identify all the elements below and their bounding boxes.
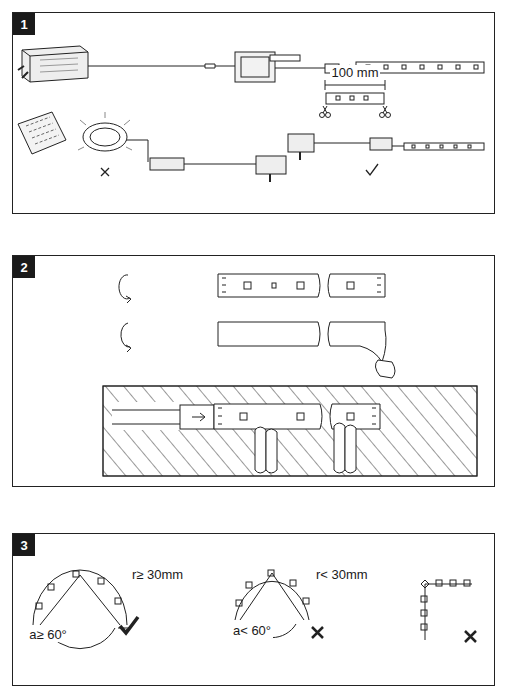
dimension-line bbox=[325, 80, 385, 90]
panel-frame bbox=[13, 256, 495, 487]
controller bbox=[150, 158, 184, 170]
cable bbox=[314, 143, 370, 144]
controller bbox=[235, 52, 300, 82]
power-adapter bbox=[288, 134, 314, 160]
cross-mark bbox=[312, 627, 323, 638]
radius-label: r≥ 30mm bbox=[130, 567, 185, 582]
led-strip bbox=[218, 274, 385, 297]
cable bbox=[275, 68, 325, 69]
remote-control bbox=[18, 112, 66, 154]
adhesive-backing bbox=[218, 322, 395, 378]
cable bbox=[392, 146, 404, 147]
coiled-strip bbox=[78, 112, 148, 162]
power-adapter bbox=[18, 46, 88, 82]
step-number-box: 2 bbox=[13, 256, 35, 278]
panel-frame bbox=[13, 534, 495, 686]
mounting-surface bbox=[103, 386, 477, 476]
cable bbox=[184, 164, 256, 165]
callout-number: 1 bbox=[20, 17, 27, 32]
strip-segment bbox=[326, 93, 384, 104]
rotate-arrow bbox=[119, 275, 131, 352]
step-number-box: 3 bbox=[13, 534, 35, 556]
dimension-label: 100 mm bbox=[330, 65, 381, 80]
pressing-fingers bbox=[255, 423, 356, 473]
power-adapter bbox=[256, 156, 286, 182]
radius-label: r< 30mm bbox=[314, 567, 370, 582]
cross-mark bbox=[101, 168, 109, 176]
cross-mark bbox=[465, 631, 476, 642]
check-mark bbox=[366, 164, 378, 175]
callout-number: 3 bbox=[20, 538, 27, 553]
step-number-box: 1 bbox=[13, 13, 35, 35]
panel-frame bbox=[13, 13, 495, 214]
check-mark bbox=[120, 617, 138, 633]
angle-label: a≥ 60° bbox=[27, 627, 69, 642]
scissors-symbol bbox=[320, 106, 391, 118]
mounting-surface bbox=[103, 386, 477, 476]
bend-corner bbox=[421, 580, 472, 640]
angle-label: a< 60° bbox=[231, 623, 273, 638]
cable bbox=[88, 64, 235, 68]
callout-number: 2 bbox=[20, 260, 27, 275]
led-strip bbox=[404, 143, 484, 150]
controller bbox=[370, 138, 392, 150]
